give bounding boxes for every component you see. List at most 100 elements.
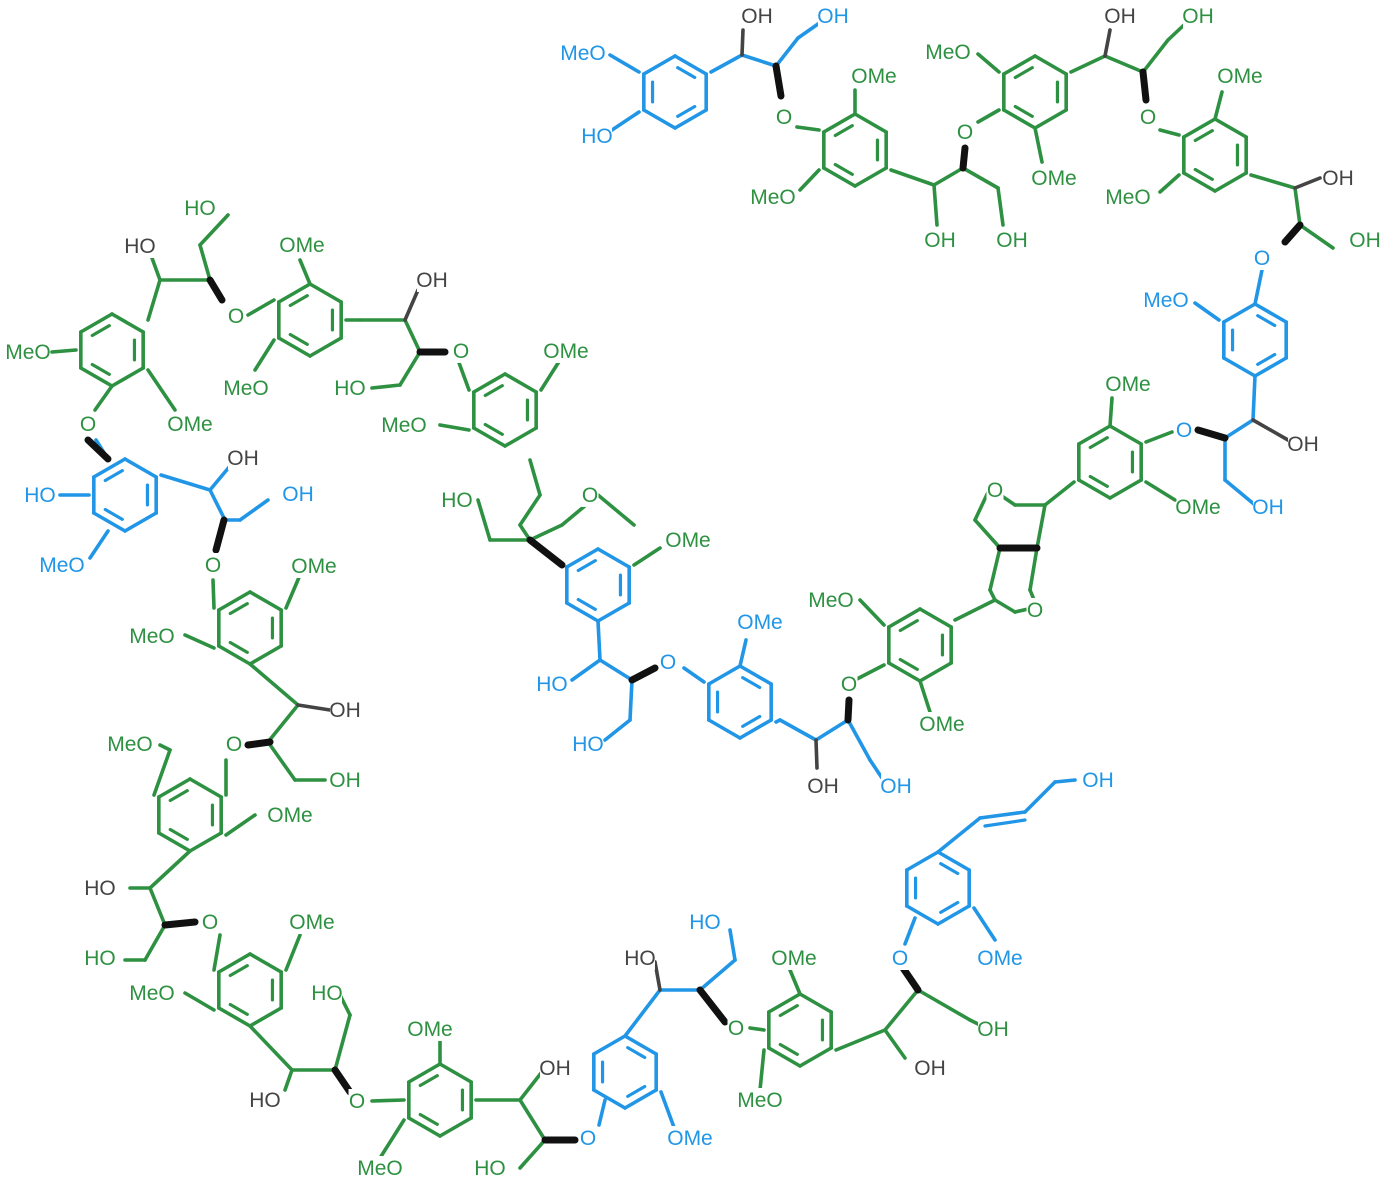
label-background	[540, 1056, 570, 1080]
bond	[456, 358, 471, 392]
bond	[123, 457, 158, 479]
ether-oxygen-label: O	[1176, 419, 1192, 442]
bond	[148, 886, 167, 927]
label-background	[25, 483, 55, 507]
ether-oxygen-label: O	[891, 946, 909, 970]
stereo-wedge-bond	[1139, 68, 1150, 104]
ether-oxygen-label: O	[228, 305, 244, 328]
bond	[883, 1028, 907, 1060]
ho-label: HO	[311, 981, 343, 1005]
label-background	[986, 478, 1004, 502]
bond	[918, 661, 953, 683]
bond	[188, 777, 223, 799]
label-background	[442, 488, 472, 512]
ho-label: HO	[124, 235, 156, 258]
meo-label: MeO	[1143, 288, 1189, 312]
label-background	[772, 946, 816, 970]
ome-label: OMe	[543, 340, 589, 363]
aromatic-double-bond	[939, 900, 960, 914]
label-background	[920, 712, 964, 736]
oh-label: OH	[996, 228, 1028, 252]
label-background	[1183, 4, 1213, 28]
bond	[438, 423, 471, 432]
bond	[822, 166, 857, 188]
label-background	[544, 339, 588, 363]
bond	[1035, 503, 1047, 550]
label-background	[881, 774, 911, 798]
label-background	[1106, 372, 1150, 396]
oh-label: OH	[416, 268, 448, 292]
label-background	[808, 774, 838, 798]
stereo-wedge-bond	[772, 62, 785, 100]
aromatic-double-bond	[939, 862, 960, 876]
aromatic-double-bond	[103, 507, 124, 521]
bond	[632, 546, 662, 567]
label-background	[330, 768, 360, 792]
bond	[1223, 478, 1257, 507]
bond	[961, 166, 1000, 190]
bond	[592, 1034, 627, 1056]
aromatic-double-bond	[228, 964, 249, 978]
bond	[1293, 186, 1302, 227]
bond	[143, 923, 167, 962]
bond	[707, 718, 742, 740]
ether-oxygen-label: O	[957, 121, 973, 144]
bond	[217, 644, 252, 666]
oh-label: OH	[1322, 166, 1354, 190]
bond	[740, 28, 745, 57]
bond	[834, 1028, 887, 1052]
label-background	[1176, 495, 1220, 519]
ether-oxygen-label: O	[1254, 247, 1270, 270]
label-background	[625, 946, 655, 970]
bond	[198, 243, 212, 282]
ho-label: HO	[441, 489, 473, 512]
label-background	[312, 981, 342, 1005]
bond	[248, 952, 283, 974]
ho-label: HO	[84, 877, 116, 900]
stereo-wedge-bond	[844, 696, 853, 724]
ho-label: HO	[84, 876, 116, 900]
label-background	[85, 876, 115, 900]
bond	[628, 678, 634, 722]
bond	[212, 933, 222, 972]
bond	[1182, 117, 1217, 139]
bond	[623, 1088, 658, 1110]
aromatic-double-bond	[576, 559, 597, 573]
bond	[1249, 173, 1297, 190]
bond	[596, 601, 631, 623]
label-background	[228, 446, 258, 470]
stereo-wedge-bond	[959, 144, 969, 172]
bond	[50, 348, 78, 354]
bond	[565, 601, 600, 623]
aromatic-double-bond	[228, 602, 249, 616]
aromatic-double-bond	[168, 827, 189, 841]
oh-label: OH	[1104, 5, 1136, 28]
label-background	[268, 803, 312, 827]
aromatic-double-bond	[228, 640, 249, 654]
oh-label: OH	[977, 1018, 1009, 1041]
aromatic-double-bond	[741, 676, 762, 690]
ho-label: HO	[581, 124, 613, 148]
bond	[472, 372, 507, 394]
furan-oxygen-label: O	[987, 479, 1003, 502]
oh-label: OH	[1082, 768, 1114, 792]
bond	[682, 666, 706, 684]
bond	[217, 590, 252, 612]
bond	[853, 112, 888, 134]
label-background	[79, 412, 97, 436]
bond	[976, 52, 1001, 74]
bond	[918, 607, 953, 629]
bond	[796, 22, 820, 40]
bond	[539, 358, 562, 392]
label-background	[204, 553, 222, 577]
bond	[853, 166, 888, 188]
bond	[503, 372, 538, 394]
aromatic-double-bond	[90, 362, 111, 376]
oh-label: OH	[329, 698, 361, 722]
oh-label: OH	[807, 775, 839, 798]
label-background	[201, 910, 219, 934]
ome-label: OMe	[543, 339, 589, 363]
aromatic-double-bond	[1256, 352, 1277, 366]
bond	[1293, 176, 1322, 190]
label-background	[891, 946, 909, 970]
